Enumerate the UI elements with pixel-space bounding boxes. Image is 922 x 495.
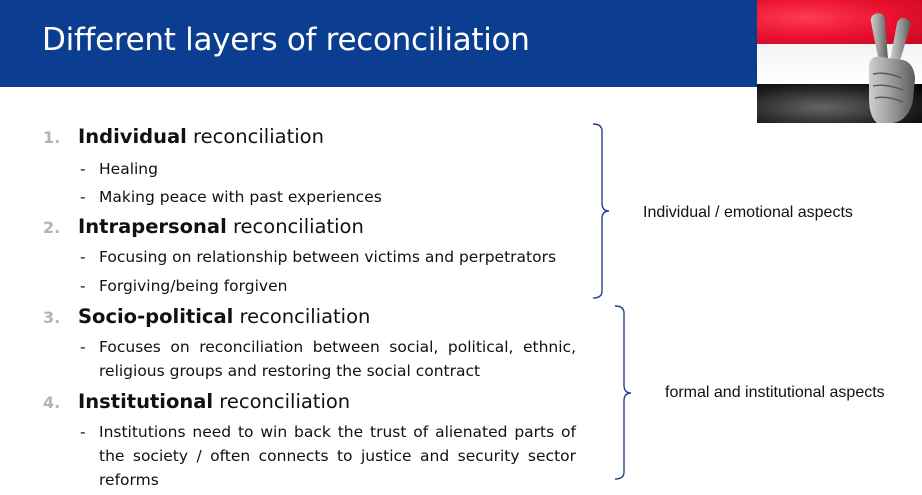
item-bold-term: Individual <box>78 125 187 148</box>
item-rest: reconciliation <box>213 390 351 413</box>
right-brace-individual <box>592 123 610 299</box>
list-item-4: 4. Institutional reconciliation <box>43 390 350 413</box>
sub-item-text: Forgiving/being forgiven <box>99 277 288 295</box>
bullet-dash: - <box>80 423 86 441</box>
sub-item-text: Making peace with past experiences <box>99 188 382 206</box>
bullet-dash: - <box>80 188 86 206</box>
sub-item: - Healing <box>80 157 580 181</box>
sub-item: - Focuses on reconciliation between soci… <box>80 335 576 383</box>
yemen-flag-peace-hand-image <box>757 0 922 123</box>
item-number: 3. <box>43 308 61 327</box>
title-bar: Different layers of reconciliation <box>0 0 757 87</box>
peace-hand-icon <box>869 13 915 123</box>
item-number: 2. <box>43 218 61 237</box>
item-number: 4. <box>43 393 61 412</box>
sub-item: - Making peace with past experiences <box>80 185 580 209</box>
sub-item-text: Healing <box>99 160 158 178</box>
bullet-dash: - <box>80 160 86 178</box>
aspect-label-individual: Individual / emotional aspects <box>643 204 853 221</box>
item-number: 1. <box>43 128 61 147</box>
sub-item-text: Focuses on reconciliation between social… <box>99 338 576 380</box>
list-item-1: 1. Individual reconciliation <box>43 125 324 148</box>
bullet-dash: - <box>80 248 86 266</box>
bullet-dash: - <box>80 277 86 295</box>
bullet-dash: - <box>80 338 86 356</box>
sub-item: - Institutions need to win back the trus… <box>80 420 576 492</box>
right-brace-formal <box>614 305 632 480</box>
aspect-label-formal: formal and institutional aspects <box>665 384 885 401</box>
item-rest: reconciliation <box>233 305 371 328</box>
item-bold-term: Institutional <box>78 390 214 413</box>
slide-title: Different layers of reconciliation <box>42 22 530 58</box>
item-bold-term: Intrapersonal <box>78 215 227 238</box>
list-item-2: 2. Intrapersonal reconciliation <box>43 215 364 238</box>
sub-item-text: Institutions need to win back the trust … <box>99 423 576 489</box>
sub-item-text: Focusing on relationship between victims… <box>99 248 557 266</box>
item-bold-term: Socio-political <box>78 305 234 328</box>
sub-item: - Forgiving/being forgiven <box>80 274 580 298</box>
sub-item: - Focusing on relationship between victi… <box>80 245 580 269</box>
item-rest: reconciliation <box>186 125 324 148</box>
item-rest: reconciliation <box>226 215 364 238</box>
list-item-3: 3. Socio-political reconciliation <box>43 305 370 328</box>
